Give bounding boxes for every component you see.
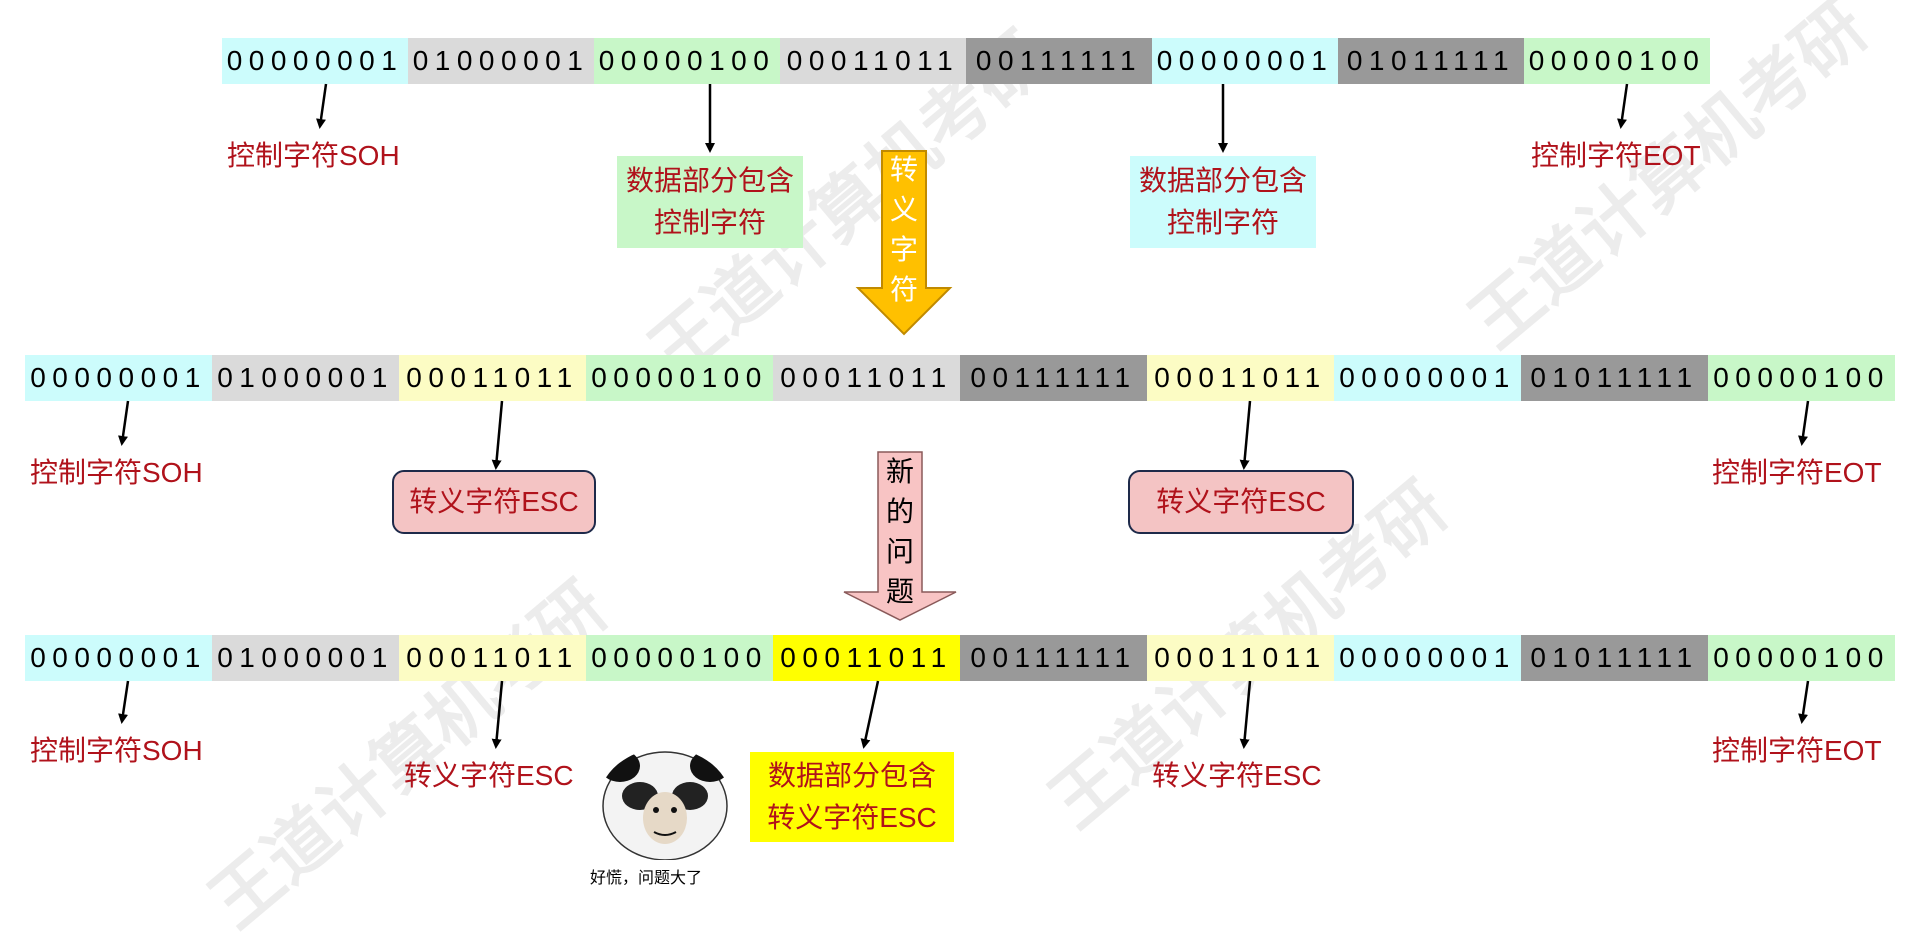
- pointer-arrow: [1239, 680, 1252, 749]
- pointer-arrow: [860, 680, 880, 749]
- frame-byte: 00111111: [960, 355, 1147, 401]
- frame-row-problem: 00000001 01000001 00011011 00000100 0001…: [25, 635, 1895, 681]
- frame-byte: 01011111: [1521, 635, 1708, 681]
- frame-byte: 00000001: [1334, 355, 1521, 401]
- frame-byte: 00011011: [773, 635, 960, 681]
- pointer-arrow: [118, 400, 130, 446]
- problem-step-label: 新 的 问 题: [884, 452, 916, 612]
- data-contains-esc-line2: 转义字符ESC: [767, 802, 937, 833]
- frame-byte: 00000100: [1708, 355, 1895, 401]
- label-soh: 控制字符SOH: [227, 140, 400, 171]
- frame-byte: 00000001: [25, 355, 212, 401]
- pointer-arrow: [1798, 680, 1810, 724]
- frame-row-original: 00000001 01000001 00000100 00011011 0011…: [222, 38, 1710, 84]
- frame-byte: 00011011: [1147, 635, 1334, 681]
- problem-step-char: 新: [885, 456, 914, 487]
- frame-row-escaped: 00000001 01000001 00011011 00000100 0001…: [25, 355, 1895, 401]
- label-eot: 控制字符EOT: [1712, 457, 1882, 488]
- esc-label: 转义字符ESC: [1156, 486, 1326, 517]
- panda-meme-face: [600, 750, 730, 860]
- data-contains-control-line2: 控制字符: [1166, 207, 1279, 238]
- meme-caption: 好慌，问题大了: [590, 870, 703, 887]
- frame-byte: 01000001: [408, 38, 594, 84]
- pointer-arrow: [1798, 400, 1810, 446]
- escape-step-arrow: [855, 150, 953, 336]
- frame-byte: 01011111: [1521, 355, 1708, 401]
- frame-byte: 00111111: [966, 38, 1152, 84]
- data-contains-control-line1: 数据部分包含: [625, 165, 794, 196]
- frame-byte: 00000100: [586, 635, 773, 681]
- arrow-layer: [118, 83, 1810, 749]
- escape-step-char: 字: [889, 234, 918, 265]
- problem-step-arrow: [843, 451, 957, 621]
- frame-byte: 00011011: [399, 635, 586, 681]
- pointer-arrow: [1617, 83, 1629, 129]
- frame-byte: 00011011: [780, 38, 966, 84]
- data-contains-esc-box: 数据部分包含 转义字符ESC: [750, 752, 954, 842]
- frame-byte: 00011011: [773, 355, 960, 401]
- data-contains-control-line2: 控制字符: [653, 207, 766, 238]
- data-contains-control-line1: 数据部分包含: [1138, 165, 1307, 196]
- frame-byte: 00000100: [594, 38, 780, 84]
- esc-label: 转义字符ESC: [404, 760, 574, 791]
- label-soh: 控制字符SOH: [30, 735, 203, 766]
- escape-step-char: 义: [889, 194, 918, 225]
- escape-step-label: 转 义 字 符: [888, 150, 920, 310]
- data-contains-control-box: 数据部分包含 控制字符: [1130, 156, 1316, 248]
- frame-byte: 00000100: [1708, 635, 1895, 681]
- esc-label: 转义字符ESC: [1152, 760, 1322, 791]
- label-eot: 控制字符EOT: [1531, 140, 1701, 171]
- problem-step-char: 题: [885, 576, 914, 607]
- pointer-arrow: [316, 83, 328, 129]
- pointer-arrow: [118, 680, 130, 724]
- label-eot: 控制字符EOT: [1712, 735, 1882, 766]
- pointer-arrow: [491, 400, 504, 470]
- data-contains-esc-line1: 数据部分包含: [767, 760, 936, 791]
- frame-byte: 00000001: [222, 38, 408, 84]
- data-contains-control-box: 数据部分包含 控制字符: [617, 156, 803, 248]
- escape-step-char: 符: [889, 274, 918, 305]
- frame-byte: 00011011: [1147, 355, 1334, 401]
- frame-byte: 01000001: [212, 355, 399, 401]
- esc-label: 转义字符ESC: [409, 486, 579, 517]
- frame-byte: 00000001: [1152, 38, 1338, 84]
- problem-step-char: 的: [885, 496, 914, 527]
- frame-byte: 00000001: [25, 635, 212, 681]
- frame-byte: 01000001: [212, 635, 399, 681]
- esc-label-box: 转义字符ESC: [1128, 470, 1354, 534]
- frame-byte: 00000100: [586, 355, 773, 401]
- label-soh: 控制字符SOH: [30, 457, 203, 488]
- frame-byte: 00011011: [399, 355, 586, 401]
- frame-byte: 00000100: [1524, 38, 1710, 84]
- problem-step-char: 问: [885, 536, 914, 567]
- esc-label-box: 转义字符ESC: [392, 470, 596, 534]
- escape-step-char: 转: [889, 154, 918, 185]
- pointer-arrow: [1239, 400, 1252, 470]
- frame-byte: 01011111: [1338, 38, 1524, 84]
- frame-byte: 00111111: [960, 635, 1147, 681]
- pointer-arrow: [491, 680, 504, 749]
- frame-byte: 00000001: [1334, 635, 1521, 681]
